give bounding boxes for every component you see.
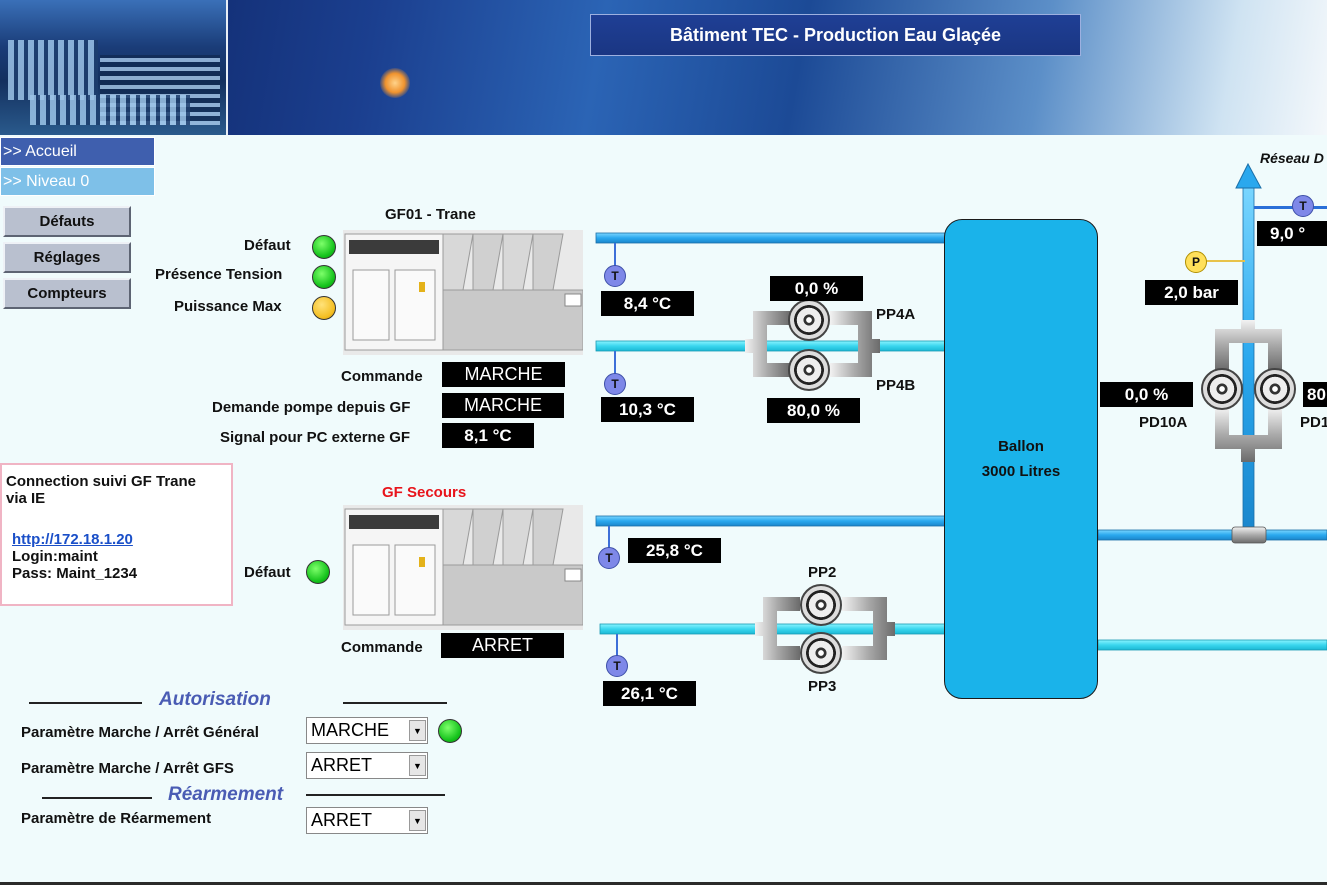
gf01-demande-value: MARCHE: [442, 393, 564, 418]
connection-info-box: Connection suivi GF Trane via IE http://…: [0, 463, 233, 606]
reseau-label: Réseau D: [1260, 150, 1324, 166]
gf01-defaut-indicator: [312, 235, 336, 259]
pp3-label: PP3: [808, 678, 837, 695]
marche-general-value: MARCHE: [311, 720, 390, 740]
chevron-down-icon[interactable]: ▼: [409, 720, 426, 741]
gf01-defaut-label: Défaut: [244, 237, 291, 254]
gf-secours-defaut-indicator: [306, 560, 330, 584]
pump-pp4a-icon: [788, 299, 830, 341]
temp-secours-in-value: 26,1 °C: [603, 681, 696, 706]
info-line2: via IE: [6, 490, 46, 507]
marche-gfs-value: ARRET: [311, 755, 373, 775]
page-title: Bâtiment TEC - Production Eau Glaçée: [590, 14, 1081, 56]
nav-niveau-link[interactable]: >> Niveau 0: [0, 167, 155, 196]
temp-sensor-icon: T: [598, 547, 620, 569]
compteurs-button[interactable]: Compteurs: [3, 278, 131, 309]
pp2-label: PP2: [808, 564, 837, 581]
pd10b-label: PD1: [1300, 414, 1327, 431]
section-divider: [306, 794, 445, 796]
gf-secours-title: GF Secours: [382, 484, 467, 501]
gf01-presence-label: Présence Tension: [155, 266, 283, 283]
pressure-value: 2,0 bar: [1145, 280, 1238, 305]
gf01-signal-value: 8,1 °C: [442, 423, 534, 448]
gf01-signal-label: Signal pour PC externe GF: [220, 429, 411, 446]
ballon-capacity: 3000 Litres: [981, 463, 1061, 480]
pp4a-percent-value: 0,0 %: [770, 276, 863, 301]
gf-secours-chiller-image: [343, 505, 584, 630]
pump-pd10b-icon: [1254, 368, 1296, 410]
gf01-chiller-image: [343, 230, 584, 355]
section-divider: [343, 702, 447, 704]
info-pass: Pass: Maint_1234: [12, 565, 138, 582]
banner-light-glow: [380, 68, 410, 98]
rearmement-label: Paramètre de Réarmement: [21, 810, 212, 827]
temp-gf01-out-value: 8,4 °C: [601, 291, 694, 316]
nav-accueil-link[interactable]: >> Accueil: [0, 137, 155, 166]
gf-secours-commande-label: Commande: [341, 639, 423, 656]
temp-sensor-icon: T: [604, 373, 626, 395]
temp-gf01-in-value: 10,3 °C: [601, 397, 694, 422]
pp4a-label: PP4A: [876, 306, 916, 323]
temp-reseau-value: 9,0 °: [1257, 221, 1327, 246]
temp-sensor-icon: T: [1292, 195, 1314, 217]
rearmement-select[interactable]: ARRET ▼: [306, 807, 428, 834]
marche-general-label: Paramètre Marche / Arrêt Général: [21, 724, 259, 741]
trane-link[interactable]: http://172.18.1.20: [12, 531, 133, 548]
pump-pd10a-icon: [1201, 368, 1243, 410]
gf-secours-defaut-label: Défaut: [244, 564, 291, 581]
marche-gfs-label: Paramètre Marche / Arrêt GFS: [21, 760, 234, 777]
pd10a-percent-value: 0,0 %: [1100, 382, 1193, 407]
reglages-button[interactable]: Réglages: [3, 242, 131, 273]
gf01-puissance-label: Puissance Max: [174, 298, 282, 315]
marche-general-select[interactable]: MARCHE ▼: [306, 717, 428, 744]
pump-pp3-icon: [800, 632, 842, 674]
pd10a-label: PD10A: [1139, 414, 1188, 431]
gf01-puissance-indicator: [312, 296, 336, 320]
info-line1: Connection suivi GF Trane: [6, 473, 197, 490]
autorisation-title: Autorisation: [159, 689, 271, 710]
pd10b-percent-value: 80: [1303, 382, 1327, 407]
rearmement-title: Réarmement: [168, 784, 284, 805]
defauts-button[interactable]: Défauts: [3, 206, 131, 237]
ballon-tank: Ballon 3000 Litres: [944, 219, 1098, 699]
temp-secours-out-value: 25,8 °C: [628, 538, 721, 563]
temp-sensor-icon: T: [604, 265, 626, 287]
gf-secours-commande-value[interactable]: ARRET: [441, 633, 564, 658]
temp-sensor-icon: T: [606, 655, 628, 677]
gf01-commande-value[interactable]: MARCHE: [442, 362, 565, 387]
pump-pp2-icon: [800, 584, 842, 626]
section-divider: [29, 702, 142, 704]
gf01-commande-label: Commande: [341, 368, 423, 385]
section-divider: [42, 797, 152, 799]
pressure-sensor-icon: P: [1185, 251, 1207, 273]
pp4b-label: PP4B: [876, 377, 916, 394]
ballon-label: Ballon: [998, 438, 1044, 455]
marche-general-indicator: [438, 719, 462, 743]
header-banner: Bâtiment TEC - Production Eau Glaçée: [0, 0, 1327, 135]
gf01-demande-label: Demande pompe depuis GF: [212, 399, 411, 416]
pump-pp4b-icon: [788, 349, 830, 391]
gf01-presence-indicator: [312, 265, 336, 289]
rearmement-value: ARRET: [311, 810, 373, 830]
gf01-title: GF01 - Trane: [385, 206, 476, 223]
info-login: Login:maint: [12, 548, 98, 565]
chevron-down-icon[interactable]: ▼: [409, 810, 426, 831]
building-photo: [0, 0, 228, 135]
pp4b-percent-value: 80,0 %: [767, 398, 860, 423]
chevron-down-icon[interactable]: ▼: [409, 755, 426, 776]
marche-gfs-select[interactable]: ARRET ▼: [306, 752, 428, 779]
